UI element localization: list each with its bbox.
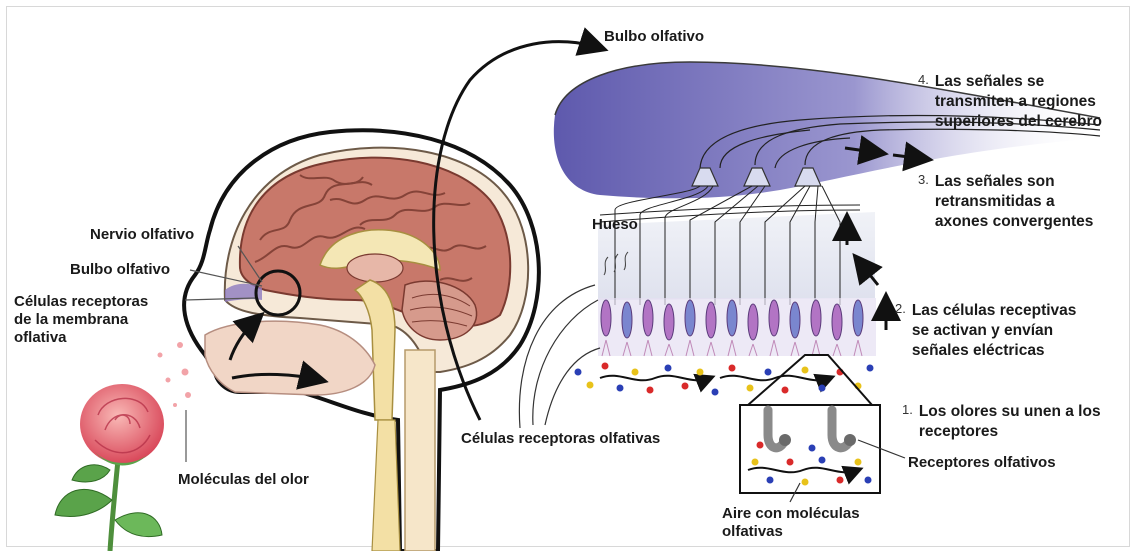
odor-particles xyxy=(158,342,192,407)
step-4-line1: Las señales se xyxy=(935,72,1102,92)
step-4: 4. Las señales se transmiten a regiones … xyxy=(918,72,1102,132)
step-2-line3: señales eléctricas xyxy=(912,341,1077,361)
step-1-number: 1. xyxy=(902,402,913,417)
step-3-line1: Las señales son xyxy=(935,172,1094,192)
step-4-line3: superiores del cerebro xyxy=(935,112,1102,132)
rose xyxy=(55,384,164,551)
label-celulas-membrana-line2: de la membrana xyxy=(14,311,148,329)
label-hueso: Hueso xyxy=(592,216,638,234)
air-molecules xyxy=(575,363,874,396)
step-3: 3. Las señales son retransmitidas a axon… xyxy=(918,172,1093,232)
step-3-line3: axones convergentes xyxy=(935,212,1094,232)
step-1-line1: Los olores su unen a los xyxy=(919,402,1101,422)
label-aire-line1: Aire con moléculas xyxy=(722,505,860,523)
label-celulas-membrana-line3: oflativa xyxy=(14,329,148,347)
label-receptores-olfativos: Receptores olfativos xyxy=(908,454,1056,472)
step-2-number: 2. xyxy=(895,301,906,316)
label-aire-line2: olfativas xyxy=(722,523,860,541)
step-2-line2: se activan y envían xyxy=(912,321,1077,341)
step-4-number: 4. xyxy=(918,72,929,87)
step-2: 2. Las células receptivas se activan y e… xyxy=(895,301,1076,361)
step-3-number: 3. xyxy=(918,172,929,187)
label-moleculas-olor: Moléculas del olor xyxy=(178,471,309,489)
step-1: 1. Los olores su unen a los receptores xyxy=(902,402,1101,442)
step-2-line1: Las células receptivas xyxy=(912,301,1077,321)
step-3-line2: retransmitidas a xyxy=(935,192,1094,212)
label-aire: Aire con moléculas olfativas xyxy=(722,505,860,541)
label-bulbo-left: Bulbo olfativo xyxy=(70,261,170,279)
label-celulas-membrana-line1: Células receptoras xyxy=(14,293,148,311)
receptor-zoom-box xyxy=(740,355,905,502)
label-nervio-olfativo: Nervio olfativo xyxy=(90,226,194,244)
step-4-line2: transmiten a regiones xyxy=(935,92,1102,112)
step-1-line2: receptores xyxy=(919,422,1101,442)
label-celulas-olfativas: Células receptoras olfativas xyxy=(461,430,660,448)
label-bulbo-top: Bulbo olfativo xyxy=(604,28,704,46)
label-celulas-membrana: Células receptoras de la membrana oflati… xyxy=(14,293,148,347)
